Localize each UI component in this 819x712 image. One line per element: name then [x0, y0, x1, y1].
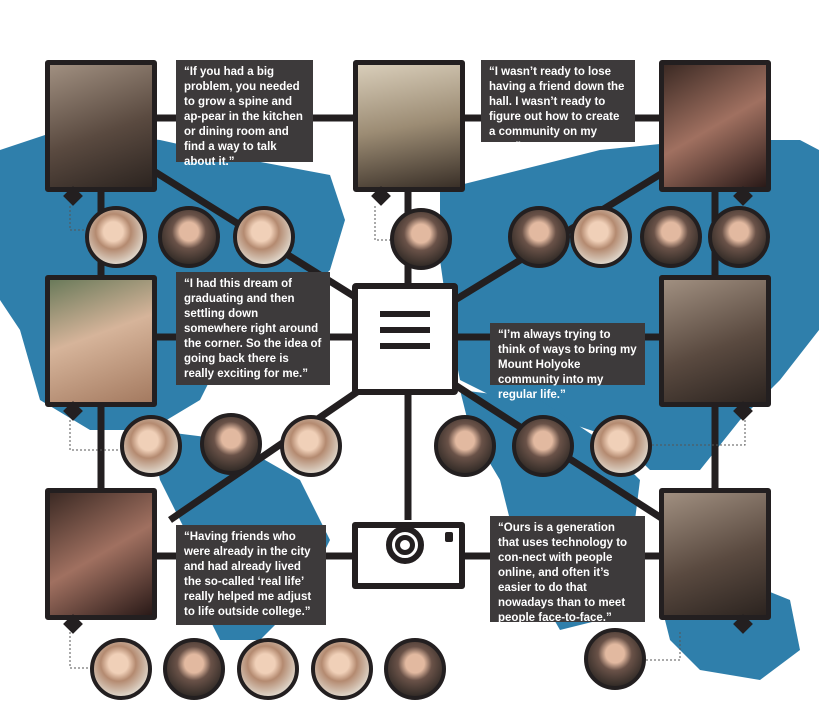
circle-photo — [708, 206, 770, 268]
quote-6: “Ours is a generation that uses technolo… — [490, 516, 645, 624]
photo-frame-bottom-left — [45, 488, 157, 634]
circle-photo — [85, 206, 147, 268]
photo-frame-bottom-right — [659, 488, 771, 634]
photo-frame-middle-right — [659, 275, 771, 421]
circle-photo — [570, 206, 632, 268]
quote-4: “I’m always trying to think of ways to b… — [490, 323, 645, 401]
circle-photo — [163, 638, 225, 700]
circle-photo — [237, 638, 299, 700]
circle-photo — [384, 638, 446, 700]
quote-1: “If you had a big problem, you needed to… — [176, 60, 313, 168]
circle-photo — [434, 415, 496, 477]
circle-photo — [280, 415, 342, 477]
circle-photo — [512, 415, 574, 477]
circle-photo — [590, 415, 652, 477]
quote-3: “I had this dream of graduating and then… — [176, 272, 330, 385]
photo-frame-middle-left — [45, 275, 157, 421]
circle-photo — [390, 208, 452, 270]
circle-photo — [158, 206, 220, 268]
photo-frame-top-right — [659, 60, 771, 206]
quote-5: “Having friends who were already in the … — [176, 525, 326, 625]
circle-photo — [200, 413, 262, 475]
camera-icon — [352, 522, 465, 589]
quote-2: “I wasn’t ready to lose having a friend … — [481, 60, 635, 153]
photo-frame-top-left — [45, 60, 157, 206]
document-icon — [352, 283, 458, 395]
circle-photo — [120, 415, 182, 477]
circle-photo — [233, 206, 295, 268]
circle-photo — [508, 206, 570, 268]
photo-frame-top-center — [353, 60, 465, 206]
circle-photo — [584, 628, 646, 690]
circle-photo — [311, 638, 373, 700]
circle-photo — [90, 638, 152, 700]
circle-photo — [640, 206, 702, 268]
